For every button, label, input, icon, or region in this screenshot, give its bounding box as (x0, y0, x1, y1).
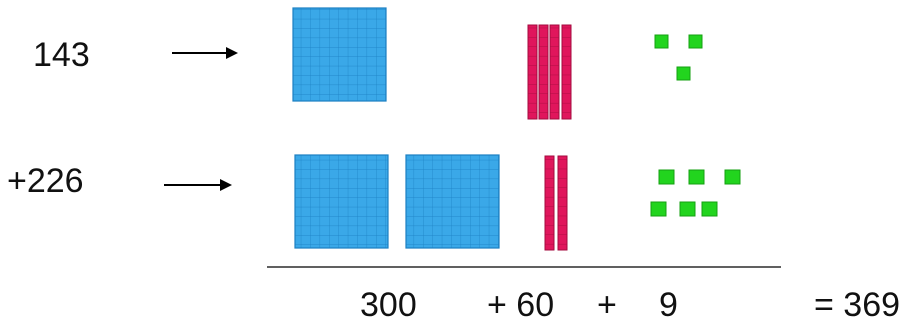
result-hundreds: 300 (360, 288, 417, 322)
ones-cube-icon (655, 35, 668, 48)
ones-cube-icon (651, 202, 666, 216)
ones-cube-icon (677, 67, 690, 80)
tens-rod-icon (528, 25, 537, 119)
tens-rod-icon (550, 25, 559, 119)
hundreds-flat-icon (293, 8, 386, 101)
ones-cube-icon (689, 170, 704, 184)
tens-rod-icon (558, 156, 567, 250)
right-arrow-icon (164, 179, 232, 191)
ones-cube-icon (680, 202, 695, 216)
ones-cube-icon (659, 170, 674, 184)
right-arrow-icon (172, 47, 238, 59)
tens-rod-icon (562, 25, 571, 119)
hundreds-flat-icon (295, 155, 388, 248)
ones-cube-icon (689, 35, 702, 48)
ones-cube-icon (725, 170, 740, 184)
ones-cube-icon (702, 202, 717, 216)
result-tens: + 60 (487, 288, 554, 322)
tens-rod-icon (545, 156, 554, 250)
result-ones: 9 (659, 288, 678, 322)
result-plus: + (597, 288, 617, 322)
hundreds-flat-icon (406, 155, 499, 248)
result-total: = 369 (814, 288, 900, 322)
tens-rod-icon (539, 25, 548, 119)
